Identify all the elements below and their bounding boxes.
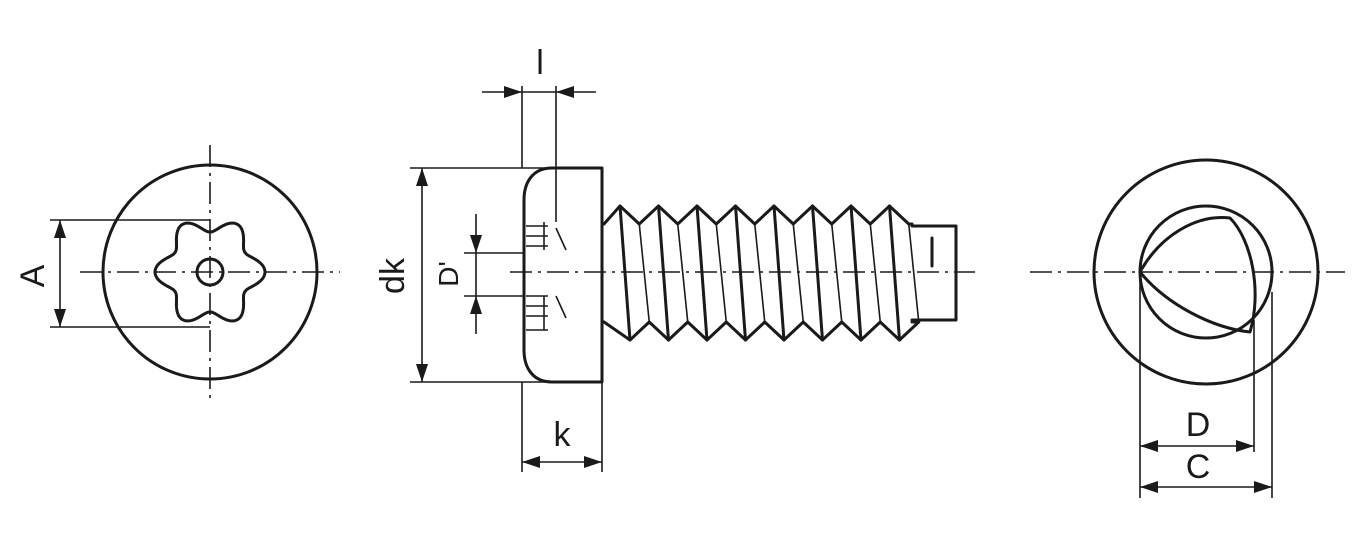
dimension-label-k: k <box>554 416 572 454</box>
screw-side-view: l dk D' k <box>374 44 975 472</box>
dimension-label-d: D <box>1186 406 1211 444</box>
head-outline <box>101 163 319 381</box>
tri-lobe-recess <box>1138 216 1257 334</box>
l-arrow-right <box>556 86 574 98</box>
thread-flank-line <box>888 204 901 342</box>
dprime-arrow-top <box>470 235 482 253</box>
thread-flank-line <box>676 223 689 323</box>
l-arrow-left <box>504 86 522 98</box>
a-arrow-top <box>54 220 66 238</box>
thread-flank-line <box>811 204 824 342</box>
c-arrow-left <box>1140 481 1158 493</box>
recess-hidden-lines <box>526 96 567 331</box>
dimension-label-d-prime: D' <box>433 261 464 287</box>
dk-arrow-bottom <box>416 364 428 382</box>
dk-arrow-top <box>416 168 428 186</box>
thread-crest-top <box>602 204 914 226</box>
dimension-label-dk: dk <box>374 257 412 294</box>
screw-tip <box>910 224 958 322</box>
thread-flank-line <box>792 223 805 323</box>
right-head-outline <box>1092 158 1320 386</box>
screw-head <box>522 166 604 384</box>
thread-flanks <box>618 204 920 342</box>
thread-flank-line <box>695 204 709 342</box>
thread-flank-line <box>657 204 670 342</box>
head-right-view: D C <box>1030 158 1345 498</box>
a-arrow-bottom <box>54 309 66 327</box>
thread-flank-line <box>869 223 882 323</box>
dimension-label-c: C <box>1186 448 1211 486</box>
dimension-label-l: l <box>536 44 544 82</box>
head-top-view: A <box>14 145 340 400</box>
six-lobe-recess <box>153 221 267 323</box>
c-arrow-right <box>1254 481 1272 493</box>
dprime-arrow-bottom <box>470 296 482 314</box>
thread-flank-line <box>907 223 920 323</box>
dimension-label-a: A <box>14 264 52 287</box>
thread-flank-line <box>849 204 863 342</box>
k-arrow-left <box>522 456 540 468</box>
thread-flank-line <box>772 204 786 342</box>
d-arrow-left <box>1140 440 1158 452</box>
thread-flank-line <box>638 223 651 323</box>
k-arrow-right <box>584 456 602 468</box>
security-pin <box>195 257 225 287</box>
thread-flank-line <box>753 223 766 323</box>
thread-crest-bottom <box>602 320 921 342</box>
thread-flank-line <box>830 223 843 323</box>
thread-flank-line <box>618 204 632 342</box>
thread-flank-line <box>715 223 728 323</box>
thread-flank-line <box>734 204 747 342</box>
d-arrow-right <box>1236 440 1254 452</box>
